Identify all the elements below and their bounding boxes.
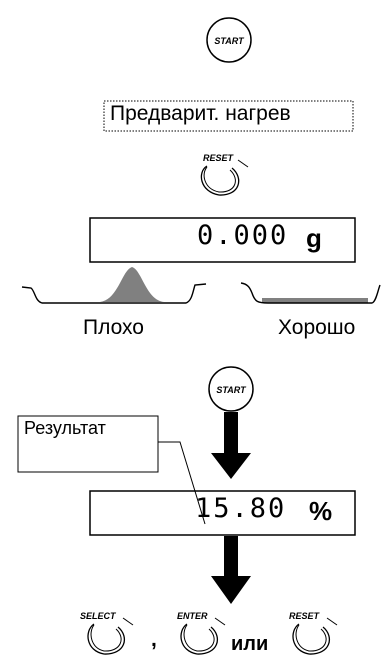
- select-button-label: SELECT: [80, 611, 117, 621]
- start-button-1-label: START: [214, 36, 245, 46]
- bad-label: Плохо: [83, 316, 144, 339]
- display-1-frame: [89, 217, 356, 263]
- good-label: Хорошо: [278, 316, 356, 339]
- reset-button-1[interactable]: RESET: [200, 153, 249, 196]
- start-button-2[interactable]: START: [208, 366, 254, 412]
- reset-button-1-label: RESET: [203, 153, 235, 163]
- comma-separator: ,: [151, 628, 157, 651]
- or-label: или: [231, 633, 269, 655]
- display-1-value: 0.000: [197, 220, 289, 251]
- display-2-value: 15.80: [195, 493, 287, 524]
- preheat-label: Предварит. нагрев: [110, 102, 291, 125]
- result-leader-line: [158, 441, 206, 525]
- bad-curve: [21, 267, 207, 304]
- select-button[interactable]: SELECT: [80, 611, 134, 655]
- result-label: Результат: [24, 418, 106, 438]
- reset-button-2-label: RESET: [289, 611, 321, 621]
- down-arrow-1: [211, 412, 251, 479]
- down-arrow-2: [211, 536, 251, 604]
- display-2-frame: [89, 490, 356, 536]
- enter-button-label: ENTER: [177, 611, 208, 621]
- result-callout-box: [17, 415, 159, 473]
- start-button-2-label: START: [216, 385, 247, 395]
- start-button-1[interactable]: START: [206, 17, 252, 63]
- enter-button[interactable]: ENTER: [177, 611, 226, 655]
- preheat-box: [103, 100, 354, 132]
- good-curve: [240, 282, 381, 304]
- display-2-unit: %: [309, 496, 333, 526]
- display-1-unit: g: [306, 223, 322, 253]
- reset-button-2[interactable]: RESET: [289, 611, 338, 655]
